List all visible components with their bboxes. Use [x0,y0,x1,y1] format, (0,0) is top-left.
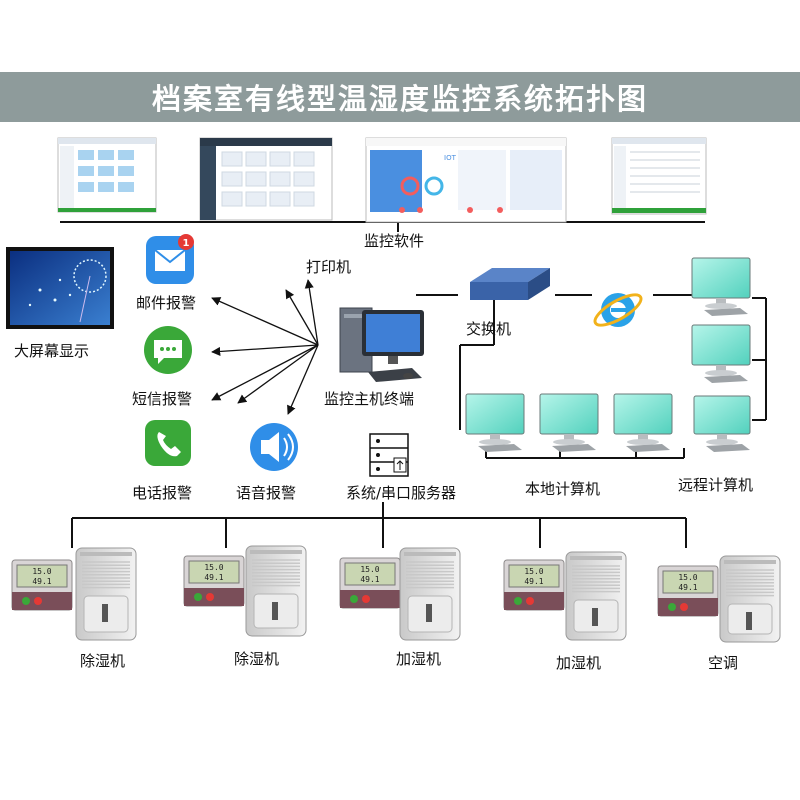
remote-pc-3 [693,395,751,452]
label-serial-server: 系统/串口服务器 [346,484,457,502]
remote-pc-2 [691,324,751,383]
device-group-5: 15.049.1 [657,555,781,643]
appliance-unit [719,555,781,643]
title-bar: 档案室有线型温湿度监控系统拓扑图 [0,72,800,122]
label-big-screen: 大屏幕显示 [14,342,90,360]
label-printer: 打印机 [306,258,352,276]
server-icon [369,433,409,477]
local-pc-2 [539,393,599,452]
label-phone-alarm: 电话报警 [132,484,193,502]
device-label-1: 除湿机 [80,652,126,670]
svg-text:1: 1 [183,238,190,249]
switch-icon [470,268,550,300]
device-group-1: 15.049.1 [11,547,137,641]
label-email-alarm: 邮件报警 [136,294,197,312]
local-pc-1 [465,393,525,452]
email-alarm-icon: 1 [146,234,194,284]
label-voice-alarm: 语音报警 [236,484,297,502]
svg-text:15.0: 15.0 [678,573,697,582]
device-label-5: 空调 [708,654,739,672]
svg-text:49.1: 49.1 [32,577,51,586]
label-remote-computers: 远程计算机 [678,476,754,494]
local-pc-3 [613,393,673,452]
phone-alarm-icon [145,420,191,466]
svg-text:49.1: 49.1 [524,577,543,586]
device-group-2: 15.049.1 [183,545,307,637]
appliance-unit [75,547,137,641]
device-label-2: 除湿机 [234,650,280,668]
device-group-4: 15.049.1 [503,551,627,641]
appliance-unit [399,547,461,641]
label-host-terminal: 监控主机终端 [324,390,415,408]
label-switch: 交换机 [466,320,512,338]
svg-text:15.0: 15.0 [360,565,379,574]
label-local-computers: 本地计算机 [525,480,601,498]
sms-alarm-icon [144,326,192,374]
svg-text:IOT: IOT [444,154,457,162]
temp-humidity-sensor: 15.049.1 [11,559,73,611]
big-screen-display [6,247,114,329]
svg-text:15.0: 15.0 [32,567,51,576]
temp-humidity-sensor: 15.049.1 [339,557,401,609]
svg-text:15.0: 15.0 [204,563,223,572]
temp-humidity-sensor: 15.049.1 [503,559,565,611]
software-screenshot-4 [611,137,707,215]
software-screenshot-2 [199,137,333,221]
appliance-unit [565,551,627,641]
svg-text:49.1: 49.1 [204,573,223,582]
appliance-unit [245,545,307,637]
svg-text:15.0: 15.0 [524,567,543,576]
software-screenshot-1 [57,137,157,213]
label-sms-alarm: 短信报警 [132,390,193,408]
svg-text:49.1: 49.1 [360,575,379,584]
voice-alarm-icon [250,423,298,471]
svg-text:49.1: 49.1 [678,583,697,592]
temp-humidity-sensor: 15.049.1 [183,555,245,607]
label-monitoring-software: 监控软件 [364,232,425,250]
device-group-3: 15.049.1 [339,547,461,641]
diagram-title: 档案室有线型温湿度监控系统拓扑图 [151,82,648,116]
temp-humidity-sensor: 15.049.1 [657,565,719,617]
internet-browser-icon [593,293,643,327]
device-label-4: 加湿机 [556,654,602,672]
software-screenshot-3: IOT [365,137,567,223]
device-label-3: 加湿机 [396,650,442,668]
host-computer-icon [339,307,424,382]
remote-pc-1 [691,257,751,316]
